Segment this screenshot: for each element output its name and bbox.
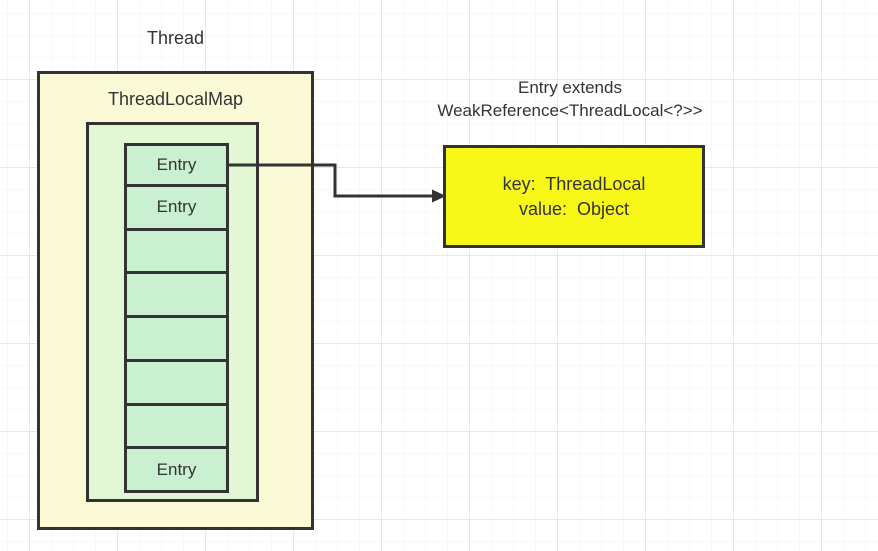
entry-cell: Entry xyxy=(124,143,229,187)
thread-label: Thread xyxy=(146,28,205,48)
annotation-line-1: Entry extends xyxy=(518,78,622,97)
entry-key-line: key: ThreadLocal xyxy=(502,173,646,194)
entry-cell: Entry xyxy=(124,449,229,493)
entry-cell xyxy=(124,274,229,318)
threadlocalmap-title: ThreadLocalMap xyxy=(107,89,244,109)
entry-cell xyxy=(124,405,229,450)
annotation-line-2: WeakReference<ThreadLocal<?>> xyxy=(437,101,703,120)
entry-annotation: Entry extends WeakReference<ThreadLocal<… xyxy=(398,76,742,122)
entry-cell xyxy=(124,361,229,406)
entry-value-line: value: Object xyxy=(518,198,630,219)
entry-table: Entry Entry Entry xyxy=(124,143,229,493)
entry-cell xyxy=(124,230,229,275)
entry-cell xyxy=(124,318,229,362)
entry-detail-box: key: ThreadLocal value: Object xyxy=(443,145,705,248)
entry-cell: Entry xyxy=(124,186,229,231)
